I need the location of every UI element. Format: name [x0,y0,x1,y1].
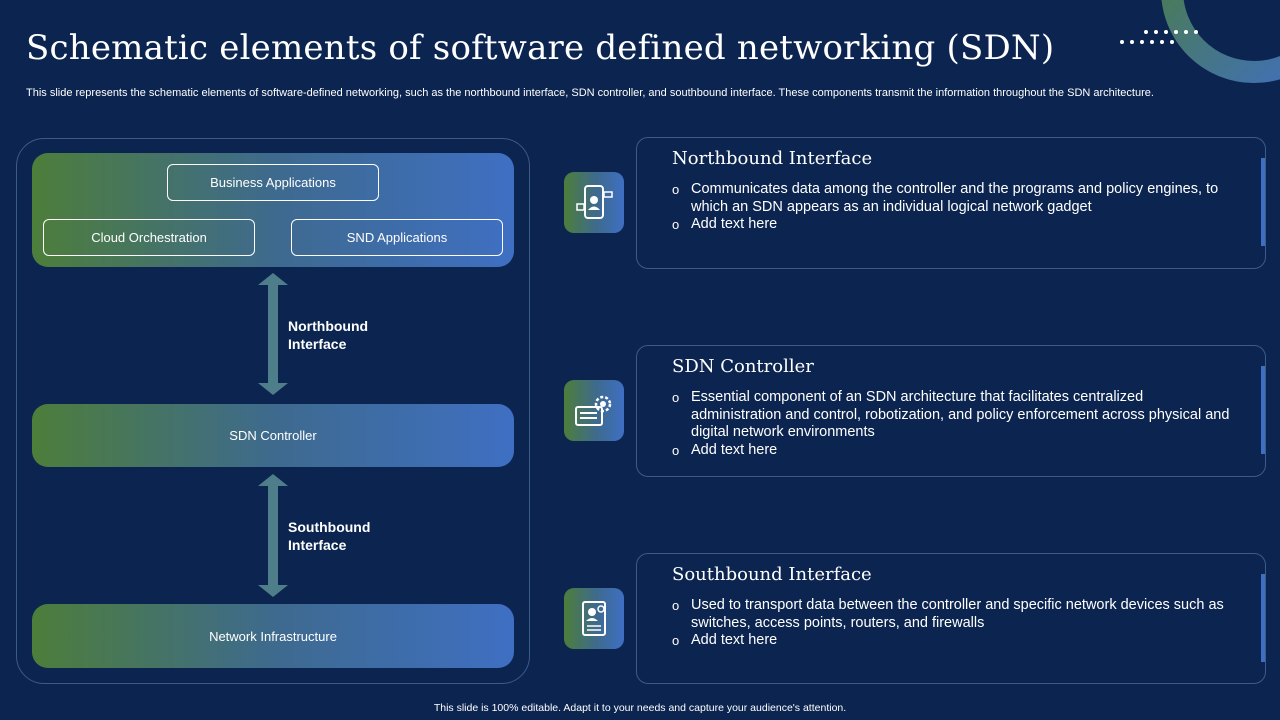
card-bullet: Communicates data among the controller a… [672,181,1232,216]
business-applications-box: Business Applications [167,164,379,201]
card-bullet: Essential component of an SDN architectu… [672,389,1232,442]
card-accent-bar [1261,366,1265,454]
card-accent-bar [1261,574,1265,662]
slide-subtitle: This slide represents the schematic elem… [26,87,1154,99]
slide-title: Schematic elements of software defined n… [26,28,1055,68]
card-bullet: Add text here [672,216,1232,234]
card-accent-bar [1261,158,1265,246]
northbound-double-arrow [258,273,288,395]
northbound-interface-label: Northbound Interface [288,318,369,352]
sdn-controller-card: SDN Controller Essential component of an… [636,345,1266,477]
card-title: SDN Controller [672,356,814,377]
icon-tile-southbound [564,588,624,649]
snd-applications-box: SND Applications [291,219,503,256]
southbound-interface-card: Southbound Interface Used to transport d… [636,553,1266,684]
southbound-interface-label: Southbound Interface [288,519,371,553]
icon-tile-controller [564,380,624,441]
card-bullet-list: Communicates data among the controller a… [672,181,1232,234]
slide-footer: This slide is 100% editable. Adapt it to… [433,702,847,714]
mobile-user-icon [576,184,613,219]
profile-screen-icon [582,600,606,636]
decorative-dots [1120,30,1198,44]
card-bullet: Add text here [672,442,1232,460]
application-layer-box [32,153,514,267]
diagram-panel [16,138,530,684]
sdn-controller-label: SDN Controller [229,428,317,443]
card-bullet: Used to transport data between the contr… [672,597,1232,632]
network-infrastructure-box: Network Infrastructure [32,604,514,668]
card-title: Southbound Interface [672,564,872,585]
settings-panel-icon [575,395,612,426]
icon-tile-northbound [564,172,624,233]
card-bullet-list: Essential component of an SDN architectu… [672,389,1232,459]
network-infrastructure-label: Network Infrastructure [209,628,337,644]
decorative-ring [1161,0,1280,83]
northbound-interface-card: Northbound Interface Communicates data a… [636,137,1266,269]
sdn-controller-box: SDN Controller [32,404,514,467]
card-bullet: Add text here [672,632,1232,650]
cloud-orchestration-box: Cloud Orchestration [43,219,255,256]
card-bullet-list: Used to transport data between the contr… [672,597,1232,650]
card-title: Northbound Interface [672,148,873,169]
southbound-double-arrow [258,474,288,597]
